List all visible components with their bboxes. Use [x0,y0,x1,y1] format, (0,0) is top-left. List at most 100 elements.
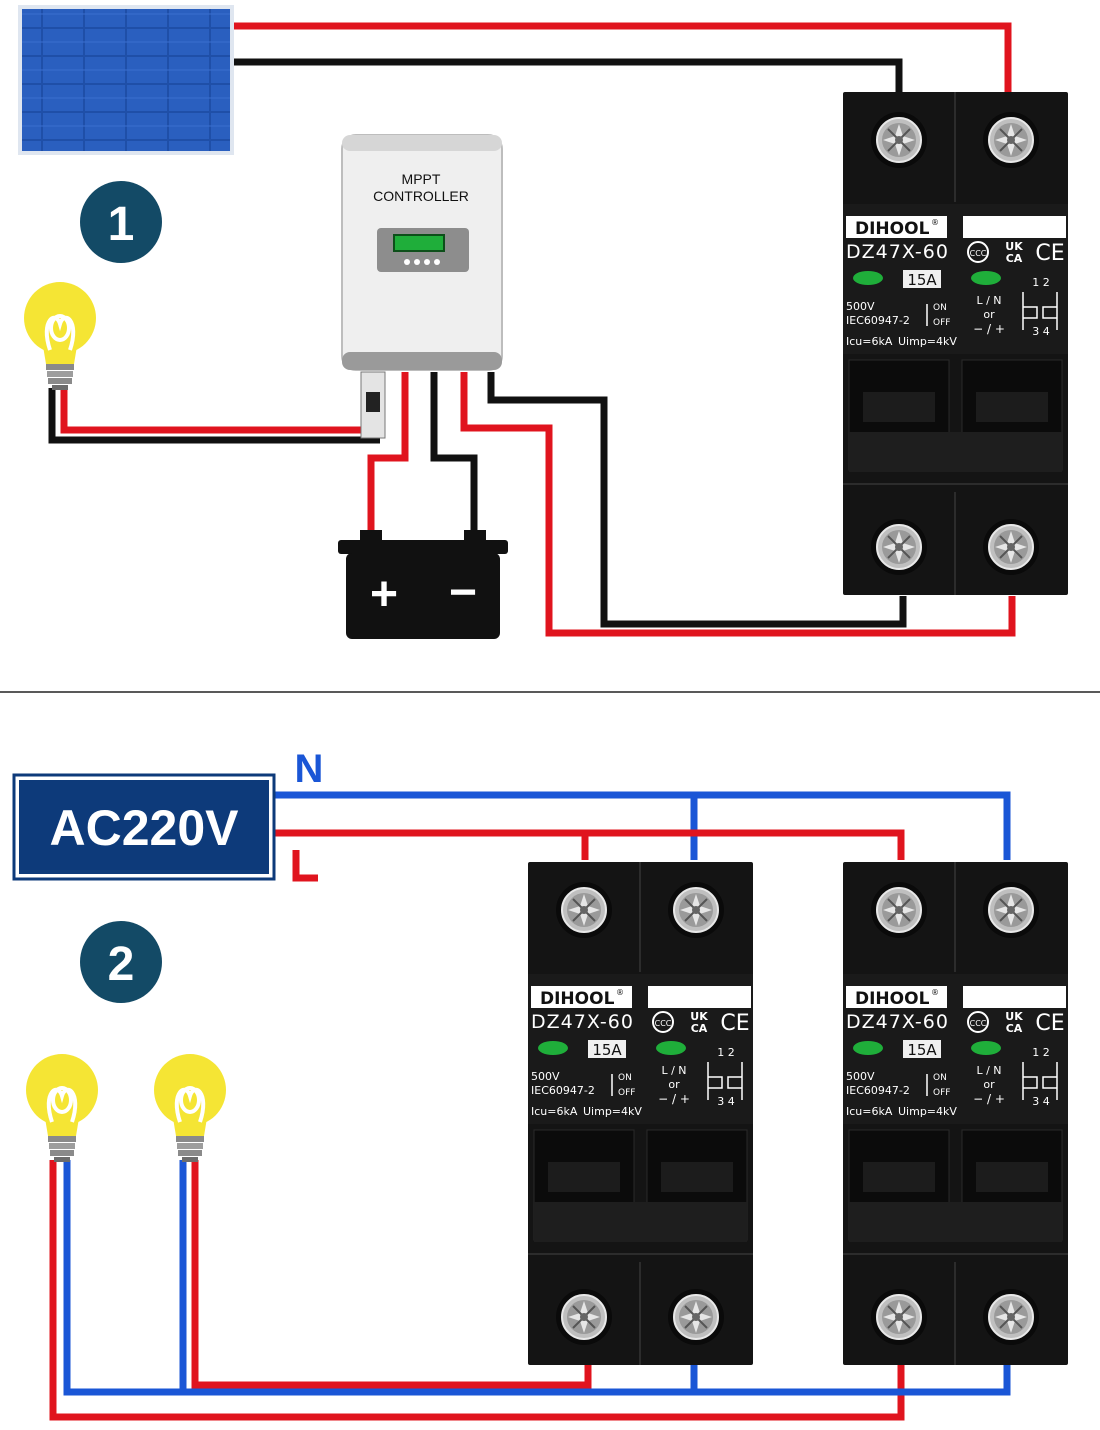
controller-label-line1: MPPT [402,171,441,187]
terminal-screw-icon [667,1288,725,1346]
breaker-uimp: Uimp=4kV [583,1105,642,1118]
neutral-label: N [295,747,324,791]
breaker-voltage: 500V [531,1070,560,1083]
badge-1-number: 1 [108,198,135,251]
ce-mark-icon: CE [1035,1011,1064,1036]
ccc-mark-icon: CCC [655,1019,672,1028]
controller-label-line2: CONTROLLER [373,188,469,204]
scheme1-wires [48,22,1016,637]
ac-source: AC220V [12,773,276,881]
ukca-mark-icon: CA [691,1022,708,1035]
terminal-numbers-top: 1 2 [1032,1046,1050,1059]
breaker-model: DZ47X-60 [846,241,949,263]
terminal-numbers-bottom: 3 4 [717,1095,735,1108]
ac-source-label: AC220V [50,800,240,856]
terminal-screw-icon [555,881,613,939]
terminal-numbers-bottom: 3 4 [1032,325,1050,338]
light-bulb-icon [152,1052,228,1164]
breaker-icu: Icu=6kA [531,1105,578,1118]
breaker-uimp: Uimp=4kV [898,335,957,348]
ce-mark-icon: CE [720,1011,749,1036]
breaker-rating: 15A [592,1041,622,1059]
battery-plus-label: + [370,568,398,621]
breaker-icu: Icu=6kA [846,1105,893,1118]
status-indicator [971,1041,1001,1055]
breaker-standard: IEC60947-2 [846,314,910,327]
breaker-model: DZ47X-60 [846,1011,949,1033]
breaker-rating: 15A [907,271,937,289]
ukca-mark-icon: CA [1006,1022,1023,1035]
controller-display [393,234,445,252]
status-indicator [538,1041,568,1055]
registered-mark: ® [616,988,624,997]
terminal-screw-icon [870,518,928,576]
status-indicator [853,271,883,285]
polarity-line2: or [983,308,995,321]
terminal-screw-icon [555,1288,613,1346]
terminal-screw-icon [982,1288,1040,1346]
polarity-line1: L / N [976,1064,1001,1077]
ccc-mark-icon: CCC [970,1019,987,1028]
polarity-line2: or [983,1078,995,1091]
toggle-handle [863,1162,935,1192]
polarity-line1: L / N [661,1064,686,1077]
off-label: OFF [618,1088,635,1098]
ukca-mark-icon: UK [690,1010,708,1023]
mppt-controller: MPPT CONTROLLER [341,134,503,439]
terminal-screw-icon [982,881,1040,939]
terminal-screw-icon [982,518,1040,576]
off-label: OFF [933,1088,950,1098]
registered-mark: ® [931,218,939,227]
polarity-line2: or [668,1078,680,1091]
terminal-numbers-top: 1 2 [1032,276,1050,289]
scheme2-wires [49,791,1011,1421]
ce-mark-icon: CE [1035,241,1064,266]
terminal-screw-icon [870,881,928,939]
ukca-mark-icon: UK [1005,240,1023,253]
blank-label-strip [648,986,751,1008]
terminal-screw-icon [982,111,1040,169]
registered-mark: ® [931,988,939,997]
status-indicator [656,1041,686,1055]
terminal-screw-icon [667,881,725,939]
on-label: ON [933,1073,947,1083]
terminal-screw-icon [870,1288,928,1346]
breaker-standard: IEC60947-2 [846,1084,910,1097]
breaker-model: DZ47X-60 [531,1011,634,1033]
solar-panel [18,5,234,155]
polarity-line3: − / + [973,322,1005,336]
battery: + − [338,530,508,639]
status-indicator [971,271,1001,285]
ukca-mark-icon: UK [1005,1010,1023,1023]
breaker-brand: DIHOOL [855,989,930,1009]
battery-minus-label: − [449,566,477,619]
terminal-screw-icon [870,111,928,169]
step-badge-2: 2 [80,921,162,1003]
breaker-brand: DIHOOL [855,219,930,239]
on-label: ON [618,1073,632,1083]
terminal-numbers-top: 1 2 [717,1046,735,1059]
badge-2-number: 2 [108,938,135,991]
polarity-line3: − / + [658,1092,690,1106]
blank-label-strip [963,986,1066,1008]
breaker-voltage: 500V [846,300,875,313]
terminal-numbers-bottom: 3 4 [1032,1095,1050,1108]
polarity-line3: − / + [973,1092,1005,1106]
breaker-brand: DIHOOL [540,989,615,1009]
breaker-rating: 15A [907,1041,937,1059]
breaker-uimp: Uimp=4kV [898,1105,957,1118]
status-indicator [853,1041,883,1055]
toggle-handle [661,1162,733,1192]
toggle-handle [863,392,935,422]
light-bulb-icon [24,1052,100,1164]
breaker-voltage: 500V [846,1070,875,1083]
breaker-standard: IEC60947-2 [531,1084,595,1097]
on-label: ON [933,303,947,313]
toggle-handle [976,392,1048,422]
ukca-mark-icon: CA [1006,252,1023,265]
polarity-line1: L / N [976,294,1001,307]
